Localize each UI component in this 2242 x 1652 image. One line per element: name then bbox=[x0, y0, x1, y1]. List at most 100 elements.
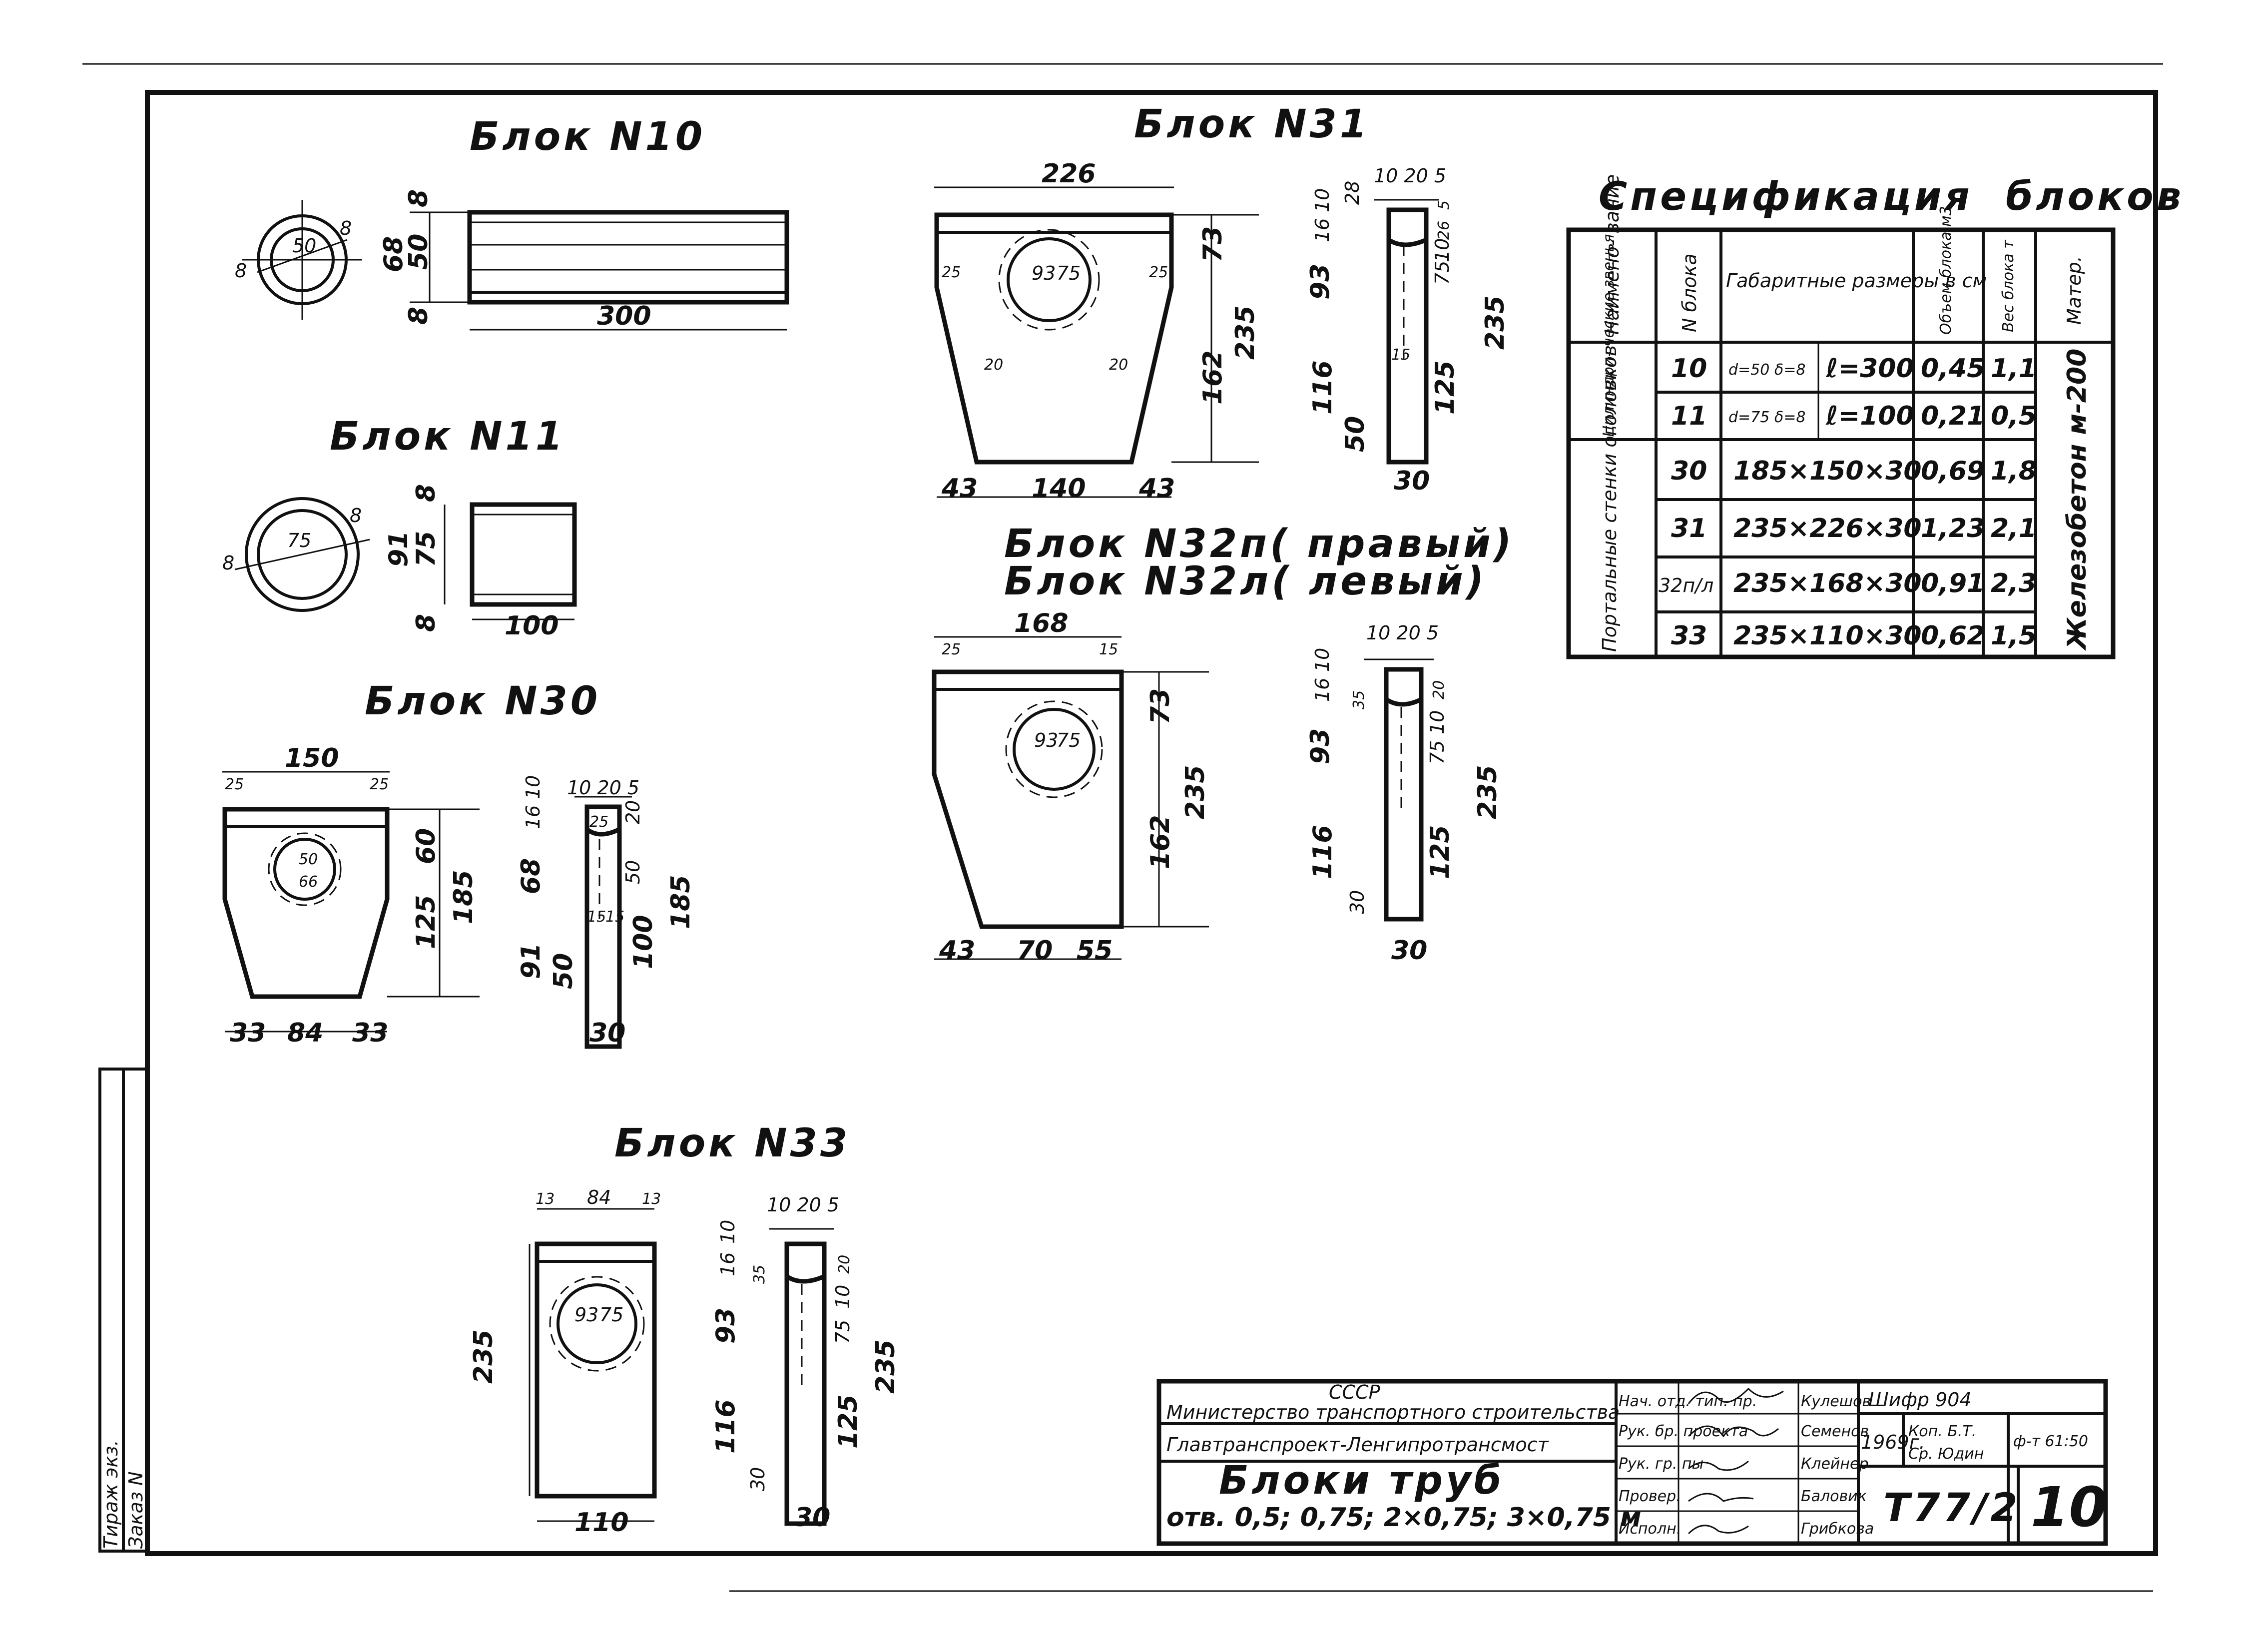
block-32-title-right: Блок N32п( правый) bbox=[1004, 522, 1514, 566]
b32-h: 235 bbox=[1180, 765, 1210, 819]
spec-header-mat: Матер. bbox=[2063, 256, 2085, 325]
block-31: Блок N31 226 93 75 25 25 20 20 73 162 23… bbox=[934, 102, 1510, 504]
sheet-frame bbox=[145, 90, 2158, 1556]
b30-s-top: 10 20 5 bbox=[567, 777, 639, 799]
b32-s116: 116 bbox=[1308, 825, 1338, 879]
spec-row-vol: 1,23 bbox=[1921, 514, 1985, 544]
b32-h1: 73 bbox=[1145, 688, 1175, 724]
spec-row-dim2: ℓ=300 bbox=[1825, 354, 1914, 384]
spec-row-wt: 1,5 bbox=[1991, 621, 2037, 651]
b10-t2: 8 bbox=[404, 307, 434, 325]
b31-s26: 26 bbox=[1435, 221, 1453, 240]
spec-row-vol: 0,91 bbox=[1921, 568, 1985, 598]
b32-d2: 75 bbox=[1057, 729, 1081, 751]
b33-s116: 116 bbox=[711, 1399, 741, 1454]
spec-row-vol: 0,69 bbox=[1921, 456, 1985, 486]
stamp-sheet-number: 10 bbox=[2031, 1475, 2107, 1539]
signature-2 bbox=[1687, 1425, 1779, 1438]
b31-s75: 75 bbox=[1431, 261, 1453, 285]
b30-s100: 100 bbox=[628, 915, 658, 969]
b31-s235: 235 bbox=[1480, 295, 1510, 350]
b30-c2: 25 bbox=[370, 776, 389, 793]
b31-s30: 30 bbox=[1394, 466, 1430, 496]
b32-c1: 25 bbox=[942, 641, 961, 658]
stamp-org1: СССР bbox=[1329, 1381, 1380, 1403]
b31-b3: 43 bbox=[1138, 474, 1175, 504]
b31-h1: 73 bbox=[1198, 226, 1228, 262]
spec-row-dim1: 185×150×30 bbox=[1733, 456, 1922, 486]
b30-b2: 84 bbox=[287, 1018, 323, 1048]
b32-s10b: 10 bbox=[1426, 710, 1448, 734]
spec-header-vol: Объем блока м3 bbox=[1937, 206, 1955, 335]
b30-h2: 125 bbox=[411, 895, 441, 949]
spec-row-num: 30 bbox=[1671, 456, 1707, 486]
b11-s2: 8 bbox=[350, 505, 362, 527]
signature-1 bbox=[1687, 1387, 1784, 1404]
spec-row-dim2: ℓ=100 bbox=[1825, 401, 1914, 431]
b31-g1: 20 bbox=[984, 356, 1003, 374]
signature-4 bbox=[1688, 1493, 1754, 1502]
stamp-name: Грибкова bbox=[1801, 1520, 1874, 1538]
b32-s93: 93 bbox=[1305, 728, 1335, 764]
b32-b2: 70 bbox=[1017, 936, 1053, 966]
b30-s30: 30 bbox=[589, 1018, 625, 1048]
b30-s91: 91 bbox=[516, 943, 546, 979]
spec-row-num: 31 bbox=[1671, 514, 1707, 544]
b30-s25: 25 bbox=[589, 813, 608, 831]
b30-s50b: 50 bbox=[622, 860, 644, 884]
spec-row-dim1: 235×226×30 bbox=[1733, 514, 1922, 544]
b32-s125: 125 bbox=[1425, 825, 1455, 879]
side-stamp: Тираж экз. Заказ N bbox=[98, 1068, 149, 1553]
b31-s125: 125 bbox=[1430, 360, 1460, 415]
stamp-cipher: Шифр 904 bbox=[1868, 1389, 1972, 1411]
b31-s28: 28 bbox=[1341, 181, 1363, 205]
b30-s15b: 15 bbox=[605, 908, 624, 926]
b33-s93: 93 bbox=[711, 1308, 741, 1344]
b30-b3: 33 bbox=[352, 1018, 388, 1048]
b30-s10: 10 bbox=[522, 775, 544, 799]
b30-s185: 185 bbox=[666, 875, 696, 929]
spec-row-dim1: 235×110×30 bbox=[1733, 621, 1922, 651]
b31-d2: 75 bbox=[1057, 262, 1081, 284]
spec-row-dim1: 235×168×30 bbox=[1733, 568, 1922, 598]
b32-s-top: 10 20 5 bbox=[1366, 622, 1439, 644]
spec-header-wt: Вес блока т bbox=[2000, 239, 2017, 332]
b33-s125: 125 bbox=[833, 1394, 863, 1449]
block-32: Блок N32п( правый) Блок N32л( левый) 168… bbox=[932, 522, 1514, 966]
b30-s50: 50 bbox=[549, 953, 578, 989]
spec-title: Спецификация блоков bbox=[1599, 174, 2184, 219]
spec-row-num: 32п/л bbox=[1659, 574, 1713, 596]
b33-s30: 30 bbox=[747, 1467, 769, 1491]
stamp-role: Рук. гр. пы bbox=[1619, 1455, 1703, 1473]
spec-row-dim1: d=75 δ=8 bbox=[1728, 409, 1805, 426]
b30-d2: 66 bbox=[299, 873, 318, 891]
stamp-org2: Министерство транспортного строительства bbox=[1166, 1401, 1620, 1423]
block-11-title: Блок N11 bbox=[330, 414, 565, 459]
b33-b: 110 bbox=[574, 1508, 629, 1538]
b10-s1: 8 bbox=[235, 260, 247, 282]
stamp-copy: Коп. Б.Т. bbox=[1908, 1423, 1976, 1440]
b30-h: 185 bbox=[449, 870, 479, 924]
side-label-zakaz: Заказ N bbox=[125, 1471, 147, 1549]
b32-s35: 35 bbox=[1350, 690, 1368, 709]
b32-sw: 30 bbox=[1391, 936, 1427, 966]
b32-s235: 235 bbox=[1473, 765, 1503, 819]
b33-d2: 75 bbox=[599, 1304, 623, 1326]
b32-s10: 10 bbox=[1311, 648, 1333, 672]
b31-s5: 5 bbox=[1435, 200, 1453, 210]
spec-row-num: 11 bbox=[1671, 401, 1707, 431]
b30-d1: 50 bbox=[299, 851, 318, 868]
spec-group-portal: Портальные стенки оголовков bbox=[1599, 345, 1621, 652]
b30-h1: 60 bbox=[411, 828, 441, 864]
spec-material: Железобетон м-200 bbox=[2062, 349, 2092, 651]
b31-s93: 93 bbox=[1305, 264, 1335, 300]
stamp-role: Провер. bbox=[1619, 1488, 1681, 1505]
spec-row-wt: 2,3 bbox=[1991, 568, 2037, 598]
stamp-subtitle: отв. 0,5; 0,75; 2×0,75; 3×0,75 м bbox=[1166, 1503, 1641, 1533]
b33-s16: 16 bbox=[717, 1252, 739, 1276]
b33-s20: 20 bbox=[836, 1255, 853, 1274]
b11-s1: 8 bbox=[222, 552, 234, 574]
b31-s15: 15 bbox=[1391, 346, 1410, 364]
spec-row-vol: 0,21 bbox=[1921, 401, 1985, 431]
stamp-name: Кулешов bbox=[1801, 1393, 1871, 1410]
